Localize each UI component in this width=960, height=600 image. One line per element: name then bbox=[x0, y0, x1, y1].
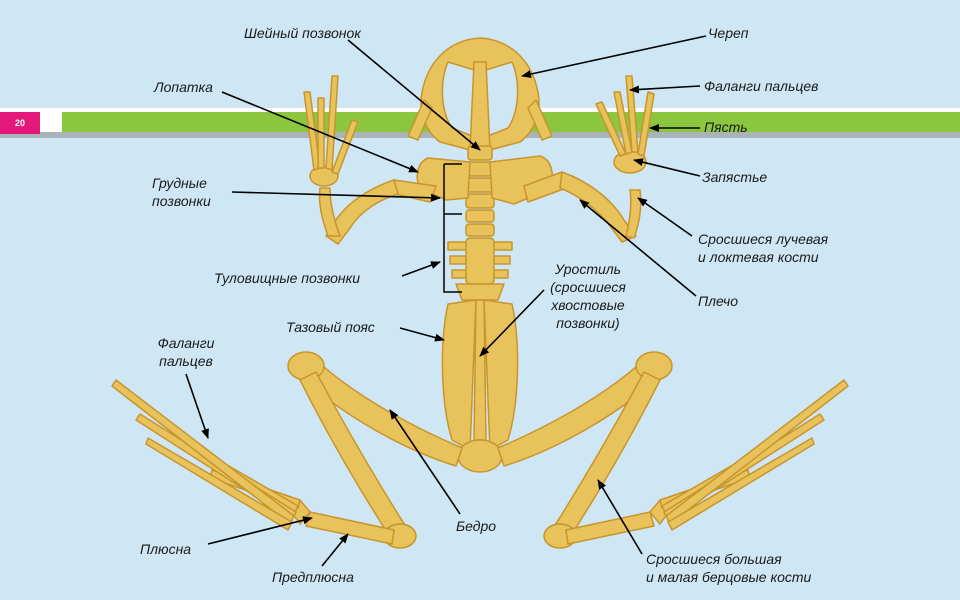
label-tibia-fibula-line1: Сросшиеся большая bbox=[646, 551, 782, 567]
skull-bone bbox=[407, 37, 553, 151]
label-urostyle-line3: хвостовые bbox=[551, 297, 625, 313]
pointer-humerus bbox=[579, 199, 697, 297]
pointer-pelvic-girdle bbox=[399, 327, 445, 342]
label-urostyle-line2: (сросшиеся bbox=[550, 279, 626, 295]
label-humerus: Плечо bbox=[698, 293, 739, 309]
label-tibia-fibula-line2: и малая берцовые кости bbox=[646, 569, 812, 585]
label-thoracic-vertebrae: Грудные позвонки bbox=[152, 174, 211, 210]
pointer-lines bbox=[185, 35, 707, 567]
left-hindlimb bbox=[111, 351, 463, 549]
page-number: 20 bbox=[0, 112, 40, 134]
label-femur: Бедро bbox=[456, 518, 497, 534]
right-forelimb bbox=[559, 75, 655, 243]
label-skull: Череп bbox=[708, 25, 749, 41]
right-hindlimb bbox=[497, 351, 849, 549]
label-trunk-vertebrae: Туловищные позвонки bbox=[214, 270, 361, 286]
label-toe-phalanges-line1: Фаланги bbox=[157, 335, 215, 351]
label-toe-phalanges: Фаланги пальцев bbox=[146, 334, 226, 370]
pointer-skull bbox=[521, 35, 707, 78]
label-carpus: Запястье bbox=[702, 169, 768, 185]
label-urostyle-line1: Уростиль bbox=[554, 261, 622, 277]
pointer-femur bbox=[389, 409, 461, 515]
label-urostyle-line4: позвонки) bbox=[556, 315, 620, 331]
pointer-thoracic-vertebrae bbox=[231, 191, 441, 202]
label-thoracic-vertebrae-line2: позвонки bbox=[152, 193, 211, 209]
vertebrae bbox=[447, 145, 513, 301]
skeleton bbox=[111, 37, 849, 549]
label-pelvic-girdle: Тазовый пояс bbox=[286, 319, 375, 335]
label-scapula: Лопатка bbox=[154, 79, 213, 95]
label-metatarsus: Плюсна bbox=[140, 541, 192, 557]
label-tarsus: Предплюсна bbox=[272, 569, 354, 585]
vertebrae-brackets bbox=[443, 163, 462, 293]
label-radius-ulna-line2: и локтевая кости bbox=[698, 249, 819, 265]
pointer-trunk-vertebrae bbox=[401, 261, 441, 277]
pointer-carpus bbox=[633, 158, 701, 177]
pointer-finger-phalanges bbox=[629, 85, 701, 94]
label-radius-ulna-line1: Сросшиеся лучевая bbox=[698, 231, 829, 247]
pointer-toe-phalanges bbox=[185, 373, 209, 439]
label-cervical-vertebra: Шейный позвонок bbox=[244, 25, 361, 41]
pointer-urostyle bbox=[479, 289, 545, 357]
label-tibia-fibula: Сросшиеся большая и малая берцовые кости bbox=[646, 550, 811, 586]
label-metacarpus: Пясть bbox=[704, 119, 748, 135]
label-toe-phalanges-line2: пальцев bbox=[159, 353, 213, 369]
pointer-radius-ulna bbox=[637, 197, 693, 237]
pointer-tarsus bbox=[321, 533, 349, 567]
pointer-metatarsus bbox=[207, 516, 313, 545]
pointer-cervical-vertebra bbox=[347, 39, 481, 151]
label-finger-phalanges: Фаланги пальцев bbox=[704, 78, 819, 94]
pointer-tibia-fibula bbox=[597, 479, 643, 555]
pointer-scapula bbox=[221, 91, 419, 173]
left-forelimb bbox=[303, 75, 399, 245]
label-radius-ulna: Сросшиеся лучевая и локтевая кости bbox=[698, 230, 828, 266]
label-urostyle: Уростиль (сросшиеся хвостовые позвонки) bbox=[538, 260, 638, 332]
label-thoracic-vertebrae-line1: Грудные bbox=[152, 175, 207, 191]
